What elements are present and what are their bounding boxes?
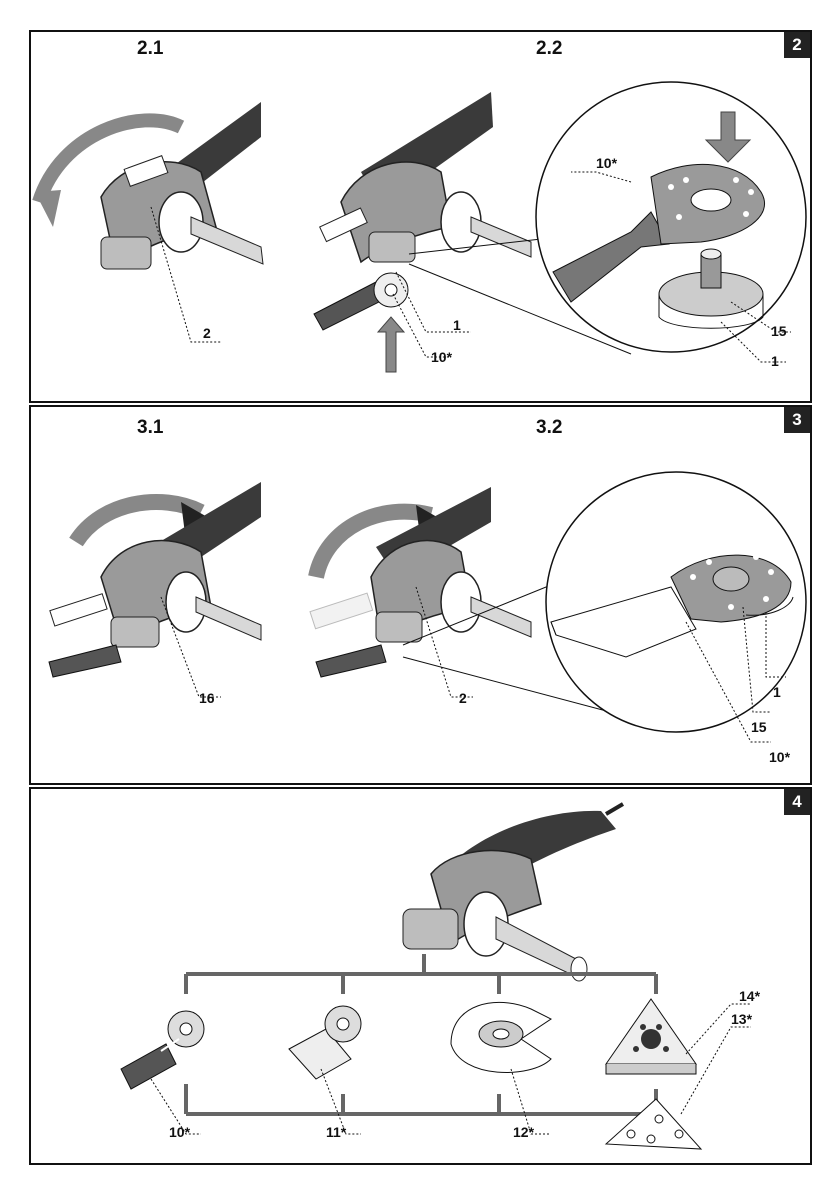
accessory-connector-lines [186,954,656,1114]
callout-label: 2 [459,690,467,706]
panel-3-illustration: 16 2 1 15 10 [31,407,810,783]
arrow-head-icon [35,190,61,227]
tool-illustration-2-2 [320,92,531,262]
callout-label: 15 [751,719,767,735]
callout-label: 15 [771,323,787,339]
figure-panel-3: 3 3.1 3.2 16 2 [29,405,812,785]
callout-label: 16 [199,690,215,706]
up-arrow-icon [378,317,404,372]
callout-label: 10* [169,1124,191,1140]
plunge-blade-accessory [121,1011,204,1089]
tool-illustration-3-1 [49,482,261,677]
panel-4-illustration: 10* 11* 12* 14* [31,789,810,1163]
figure-panel-2: 2 2.1 2.2 2 1 [29,30,812,403]
sanding-sheet-accessory [606,1099,701,1149]
segment-saw-blade-accessory [451,1002,551,1072]
delta-sanding-plate-accessory [606,999,696,1074]
callout-label: 11* [326,1124,347,1140]
callout-label: 10* [769,749,791,765]
callout-label: 10* [431,349,453,365]
callout-label: 13* [731,1011,753,1027]
figure-panel-4: 4 10* [29,787,812,1165]
callout-label: 12* [513,1124,535,1140]
wide-blade-accessory [289,1006,361,1079]
tool-illustration-4 [403,804,623,981]
callout-label: 2 [203,325,211,341]
callout-label: 10* [596,155,618,171]
panel-2-illustration: 2 1 10* [31,32,810,401]
callout-label: 1 [771,353,779,369]
callout-label: 14* [739,988,761,1004]
callout-label: 1 [453,317,461,333]
callout-label: 1 [773,684,781,700]
